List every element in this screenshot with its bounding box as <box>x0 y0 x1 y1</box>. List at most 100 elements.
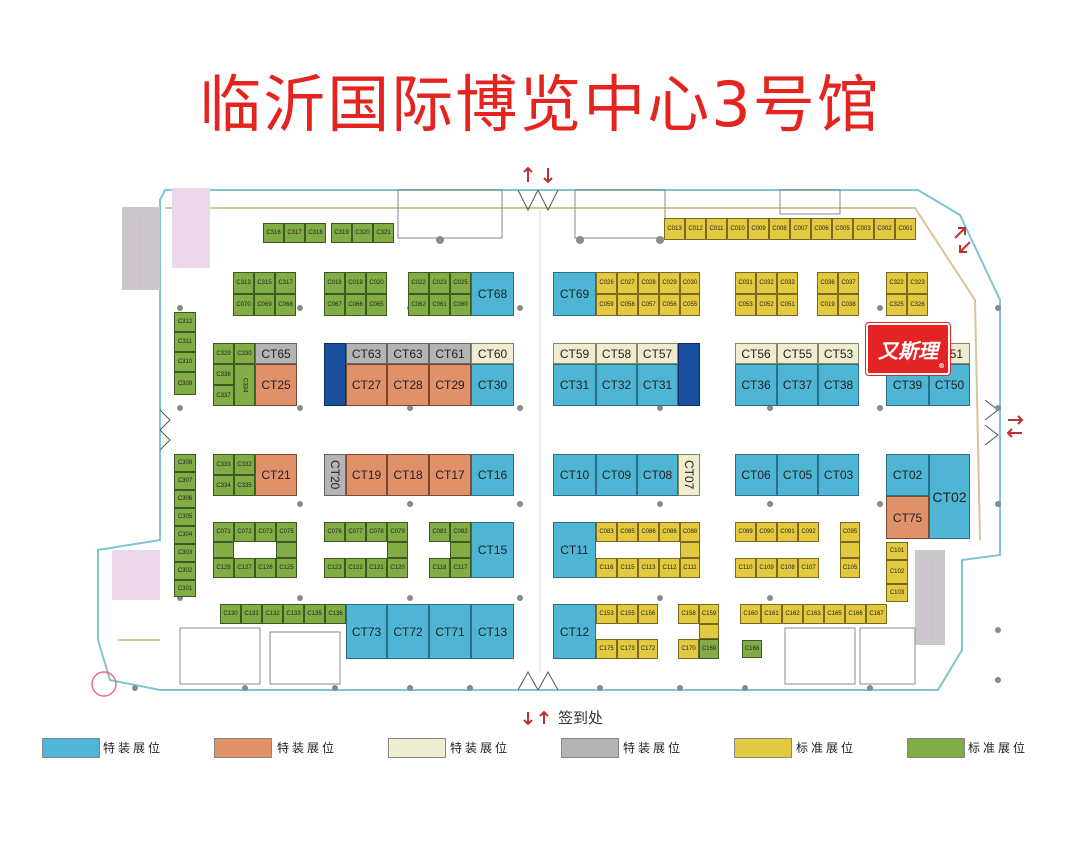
booth-C109[interactable]: C109 <box>756 558 777 578</box>
booth-C103[interactable]: C103 <box>886 584 908 602</box>
booth-C036[interactable]: C036 <box>817 272 838 294</box>
booth-C308[interactable]: C308 <box>174 454 196 472</box>
booth-C086a[interactable]: C086 <box>638 522 659 542</box>
booth-C012[interactable]: C012 <box>685 218 706 240</box>
booth-C083[interactable]: C083 <box>596 522 617 542</box>
booth-C078[interactable]: C078 <box>366 522 387 542</box>
booth-CT68[interactable]: CT68 <box>471 272 514 316</box>
booth-C110[interactable]: C110 <box>735 558 756 578</box>
booth-C165[interactable]: C165 <box>824 604 845 624</box>
booth-C089[interactable]: C089 <box>735 522 756 542</box>
booth-C069[interactable]: C069 <box>254 294 275 316</box>
booth-CT55[interactable]: CT55 <box>777 343 818 364</box>
booth-C168[interactable]: C168 <box>742 640 762 658</box>
booth-C313[interactable]: C313 <box>233 272 254 294</box>
booth-C019[interactable]: C019 <box>345 272 366 294</box>
booth-C061[interactable]: C061 <box>429 294 450 316</box>
booth-C058[interactable]: C058 <box>617 294 638 316</box>
booth-C131[interactable]: C131 <box>241 604 262 624</box>
booth-C072[interactable]: C072 <box>234 522 255 542</box>
booth-C001[interactable]: C001 <box>895 218 916 240</box>
booth-C057[interactable]: C057 <box>638 294 659 316</box>
booth-C022[interactable]: C022 <box>408 272 429 294</box>
booth-C101[interactable]: C101 <box>886 542 908 560</box>
booth-C337[interactable]: C337 <box>213 385 234 406</box>
booth-C085[interactable]: C085 <box>617 522 638 542</box>
booth-C116[interactable]: C116 <box>596 558 617 578</box>
booth-C125[interactable]: C125 <box>276 558 297 578</box>
booth-C130[interactable]: C130 <box>220 604 241 624</box>
booth-C332[interactable]: C332 <box>234 454 255 475</box>
booth-C118[interactable]: C118 <box>429 558 450 578</box>
booth-C030[interactable]: C030 <box>680 272 700 294</box>
booth-CT32[interactable]: CT32 <box>596 364 637 406</box>
booth-C062[interactable]: C062 <box>408 294 429 316</box>
booth-C135[interactable]: C135 <box>304 604 325 624</box>
booth-C159[interactable]: C159 <box>699 604 719 624</box>
booth-C038[interactable]: C038 <box>838 294 859 316</box>
booth-C113[interactable]: C113 <box>638 558 659 578</box>
booth-CT31a[interactable]: CT31 <box>553 364 596 406</box>
booth-C307[interactable]: C307 <box>174 472 196 490</box>
booth-C160[interactable]: C160 <box>740 604 761 624</box>
booth-CT60[interactable]: CT60 <box>471 343 514 364</box>
booth-C318[interactable]: C318 <box>305 223 326 243</box>
booth-C052[interactable]: C052 <box>756 294 777 316</box>
booth-C029[interactable]: C029 <box>659 272 680 294</box>
booth-C079[interactable]: C079 <box>387 522 408 542</box>
booth-C311[interactable]: C311 <box>174 332 196 352</box>
booth-C011[interactable]: C011 <box>706 218 727 240</box>
booth-CT28[interactable]: CT28 <box>387 364 429 406</box>
booth-C090[interactable]: C090 <box>756 522 777 542</box>
booth-C060[interactable]: C060 <box>450 294 471 316</box>
booth-CT65[interactable]: CT65 <box>255 343 297 364</box>
booth-C117[interactable]: C117 <box>450 558 471 578</box>
booth-C075[interactable]: C075 <box>276 522 297 542</box>
booth-C102[interactable]: C102 <box>886 560 908 584</box>
booth-CT08[interactable]: CT08 <box>637 454 678 496</box>
booth-C077[interactable]: C077 <box>345 522 366 542</box>
booth-C302[interactable]: C302 <box>174 562 196 580</box>
booth-C111[interactable]: C111 <box>680 558 700 578</box>
booth-C166[interactable]: C166 <box>845 604 866 624</box>
booth-CT20[interactable]: CT20 <box>324 454 346 496</box>
booth-CT06[interactable]: CT06 <box>735 454 777 496</box>
booth-C309[interactable]: C309 <box>174 372 196 395</box>
booth-C158[interactable]: C158 <box>678 604 699 624</box>
booth-CT09[interactable]: CT09 <box>596 454 637 496</box>
booth-C121[interactable]: C121 <box>366 558 387 578</box>
booth-CT63b[interactable]: CT63 <box>387 343 429 364</box>
booth-C031[interactable]: C031 <box>735 272 756 294</box>
booth-C092[interactable]: C092 <box>798 522 819 542</box>
booth-C053[interactable]: C053 <box>735 294 756 316</box>
booth-navy-left[interactable] <box>324 343 346 406</box>
booth-C122[interactable]: C122 <box>345 558 366 578</box>
booth-C317b[interactable]: C317 <box>275 272 296 294</box>
booth-C329[interactable]: C329 <box>213 343 234 364</box>
booth-CT61[interactable]: CT61 <box>429 343 471 364</box>
booth-C304[interactable]: C304 <box>174 526 196 544</box>
booth-C055[interactable]: C055 <box>680 294 700 316</box>
booth-C032[interactable]: C032 <box>756 272 777 294</box>
booth-C071[interactable]: C071 <box>213 522 234 542</box>
booth-C322[interactable]: C322 <box>886 272 907 294</box>
booth-C323[interactable]: C323 <box>907 272 928 294</box>
booth-CT29[interactable]: CT29 <box>429 364 471 406</box>
booth-C086b[interactable]: C086 <box>659 522 680 542</box>
booth-CT17[interactable]: CT17 <box>429 454 471 496</box>
booth-C076[interactable]: C076 <box>324 522 345 542</box>
booth-C334[interactable]: C334 <box>234 364 255 406</box>
booth-CT57[interactable]: CT57 <box>637 343 678 364</box>
booth-CT75[interactable]: CT75 <box>886 496 929 539</box>
booth-C112[interactable]: C112 <box>659 558 680 578</box>
booth-CT19[interactable]: CT19 <box>346 454 387 496</box>
booth-CT13[interactable]: CT13 <box>471 604 514 659</box>
booth-C025[interactable]: C025 <box>450 272 471 294</box>
booth-C325[interactable]: C325 <box>886 294 907 316</box>
booth-C020[interactable]: C020 <box>366 272 387 294</box>
booth-C336[interactable]: C336 <box>213 364 234 385</box>
booth-CT25[interactable]: CT25 <box>255 364 297 406</box>
booth-C070[interactable]: C070 <box>233 294 254 316</box>
booth-C108[interactable]: C108 <box>777 558 798 578</box>
booth-C334b[interactable]: C334 <box>213 475 234 496</box>
